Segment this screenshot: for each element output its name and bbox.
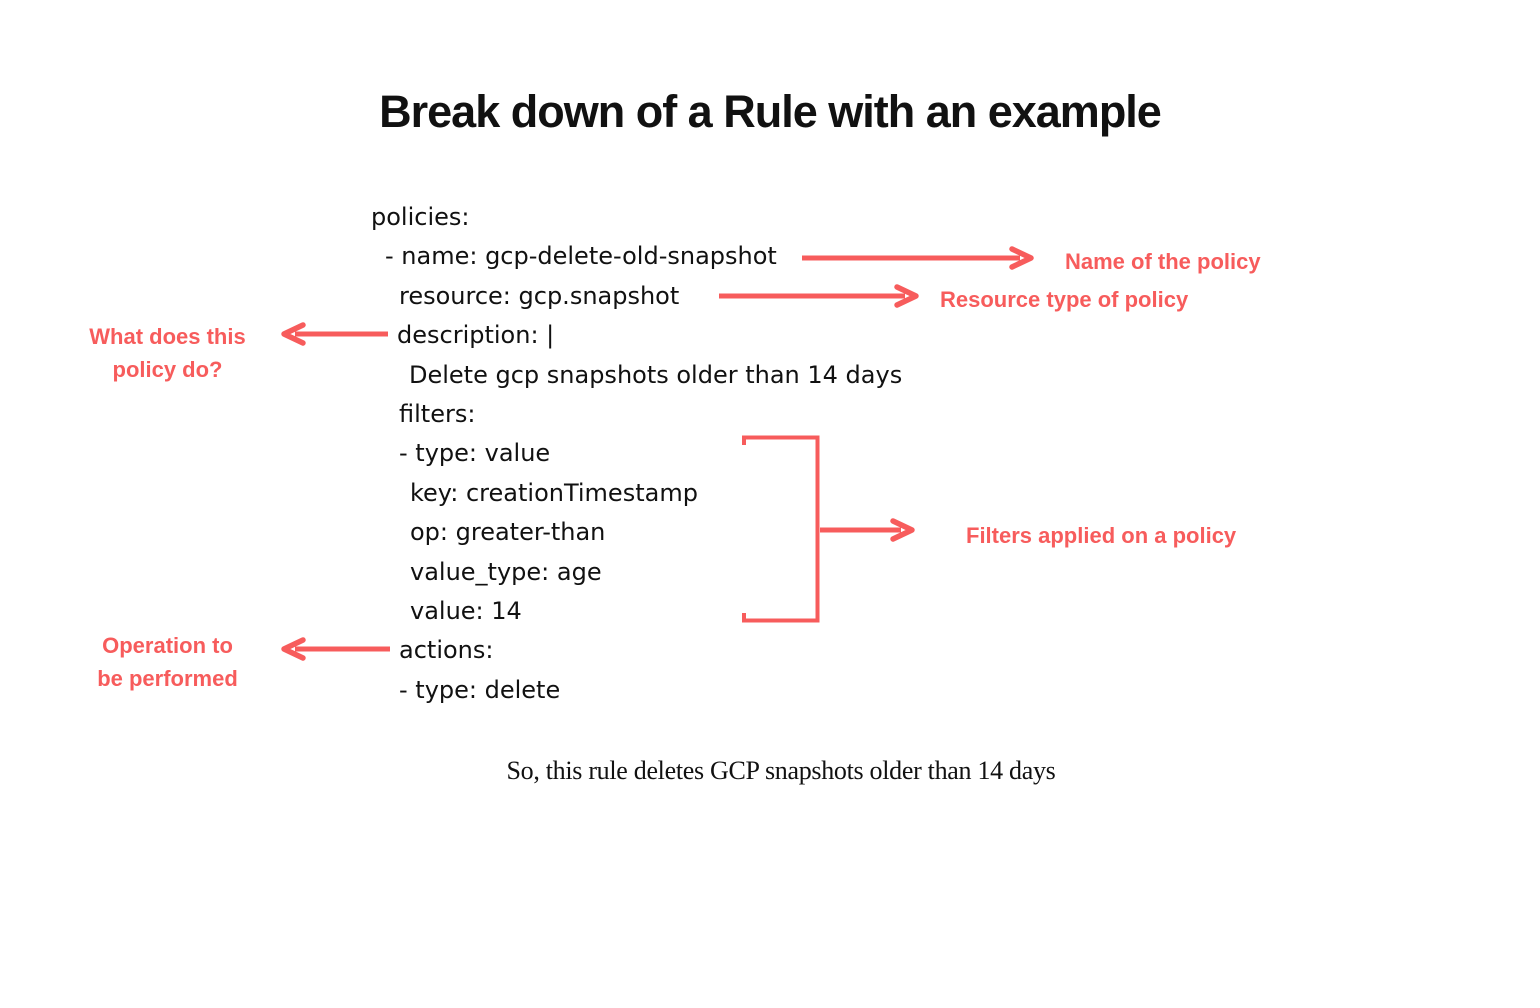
actions-annotation-label: Operation to be performed xyxy=(60,629,275,695)
yaml-line-filter-type: - type: value xyxy=(399,439,551,468)
yaml-code-block: policies: - name: gcp-delete-old-snapsho… xyxy=(368,198,902,710)
yaml-line-description-text: Delete gcp snapshots older than 14 days xyxy=(409,360,903,389)
yaml-line-action-type: - type: delete xyxy=(399,675,561,704)
yaml-line-filter-value: value: 14 xyxy=(410,596,522,625)
summary-text: So, this rule deletes GCP snapshots olde… xyxy=(506,756,1056,785)
filters-annotation-label: Filters applied on a policy xyxy=(966,523,1237,548)
actions-annotation-line1: Operation to xyxy=(102,633,233,658)
yaml-line-description: description: | xyxy=(397,321,555,350)
description-annotation-line2: policy do? xyxy=(112,357,223,382)
yaml-line-filter-key: key: creationTimestamp xyxy=(410,478,698,507)
description-annotation-label: What does this policy do? xyxy=(60,320,275,386)
page-title: Break down of a Rule with an example xyxy=(379,86,1162,137)
description-annotation-line1: What does this xyxy=(89,324,246,349)
yaml-line-filters: filters: xyxy=(399,399,476,428)
yaml-line-actions: actions: xyxy=(399,636,494,665)
resource-annotation-label: Resource type of policy xyxy=(940,287,1189,312)
yaml-line-filter-value-type: value_type: age xyxy=(410,557,602,586)
yaml-line-policies: policies: xyxy=(371,203,470,231)
yaml-line-filter-op: op: greater-than xyxy=(410,518,606,547)
yaml-line-name: - name: gcp-delete-old-snapshot xyxy=(385,242,777,271)
actions-annotation-line2: be performed xyxy=(97,666,238,691)
name-annotation-label: Name of the policy xyxy=(1065,249,1261,274)
yaml-line-resource: resource: gcp.snapshot xyxy=(399,281,680,310)
